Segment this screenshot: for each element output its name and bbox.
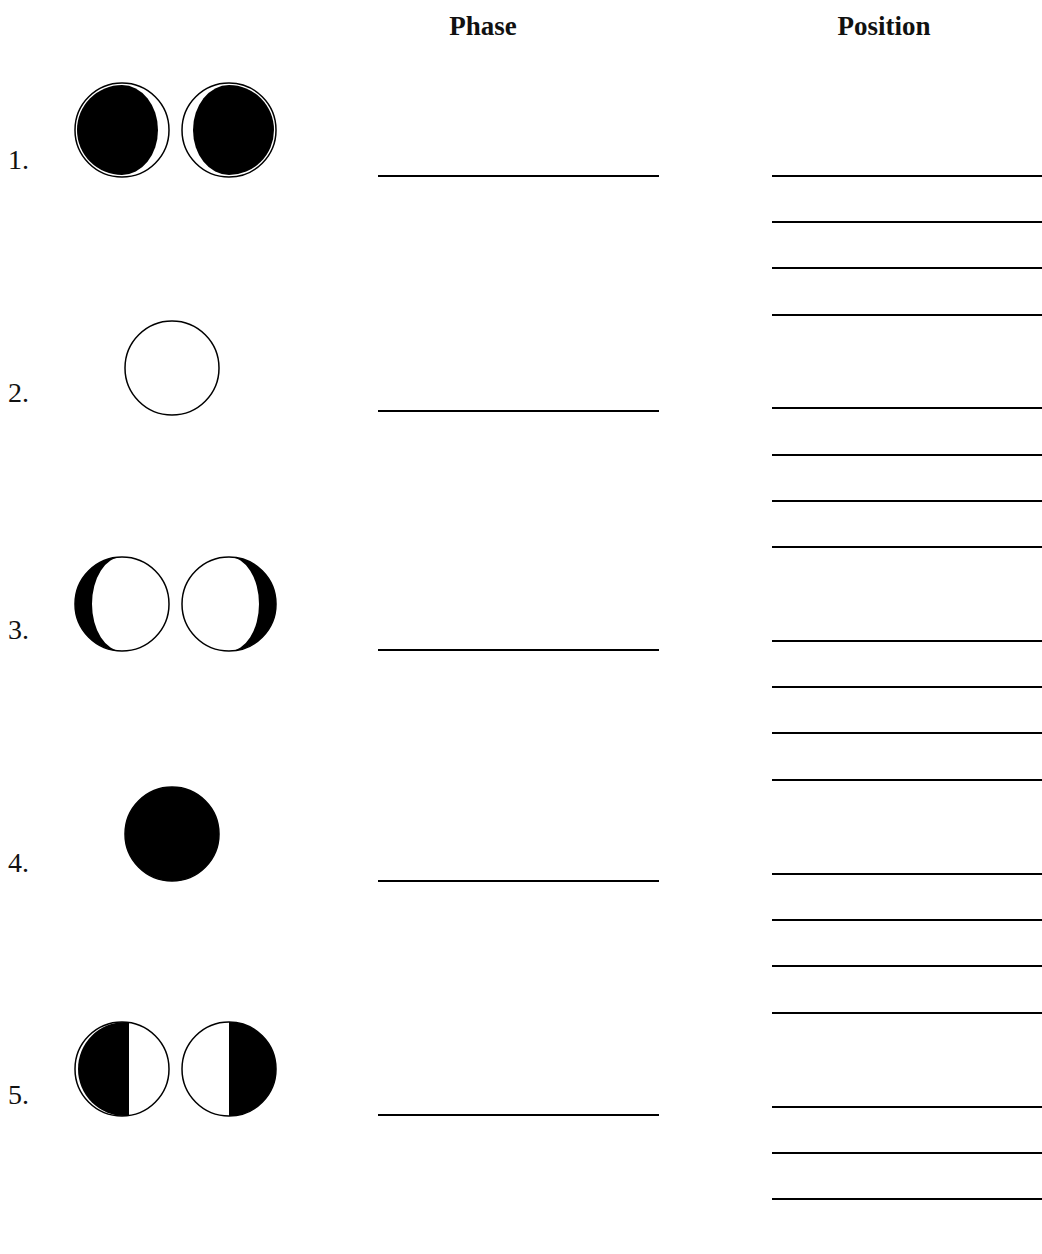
moon-shadow bbox=[77, 85, 158, 175]
position-answer-line bbox=[772, 919, 1042, 921]
position-answer-line bbox=[772, 1012, 1042, 1014]
column-header: Phase bbox=[449, 13, 517, 40]
moon-shadow bbox=[193, 85, 274, 175]
column-header: Position bbox=[837, 13, 930, 40]
moon-shadow bbox=[229, 557, 276, 651]
item-number: 4. bbox=[8, 849, 29, 877]
moon-outline bbox=[182, 557, 276, 651]
position-answer-line bbox=[772, 267, 1042, 269]
moon-outlines bbox=[75, 83, 276, 1116]
position-answer-line bbox=[772, 1198, 1042, 1200]
phase-answer-line bbox=[378, 175, 659, 177]
full-moon bbox=[125, 321, 219, 415]
phase-answer-line bbox=[378, 410, 659, 412]
phase-answer-line bbox=[378, 649, 659, 651]
position-answer-line bbox=[772, 175, 1042, 177]
item-number: 2. bbox=[8, 379, 29, 407]
position-answer-line bbox=[772, 965, 1042, 967]
moon-shadow bbox=[229, 1022, 276, 1116]
position-answer-line bbox=[772, 873, 1042, 875]
phase-answer-line bbox=[378, 880, 659, 882]
moon-outline bbox=[75, 83, 169, 177]
moon-shadows bbox=[75, 85, 276, 1116]
position-answer-line bbox=[772, 1152, 1042, 1154]
position-answer-line bbox=[772, 640, 1042, 642]
position-answer-line bbox=[772, 314, 1042, 316]
position-answer-line bbox=[772, 500, 1042, 502]
new-moon bbox=[125, 787, 219, 881]
position-answer-line bbox=[772, 686, 1042, 688]
moon-outline bbox=[75, 557, 169, 651]
item-number: 1. bbox=[8, 146, 29, 174]
position-answer-line bbox=[772, 732, 1042, 734]
item-number: 3. bbox=[8, 616, 29, 644]
position-answer-line bbox=[772, 1106, 1042, 1108]
position-answer-line bbox=[772, 221, 1042, 223]
answer-lines bbox=[378, 176, 1042, 1199]
position-answer-line bbox=[772, 407, 1042, 409]
position-answer-line bbox=[772, 779, 1042, 781]
moon-shadow bbox=[75, 557, 122, 651]
position-answer-line bbox=[772, 546, 1042, 548]
phase-answer-line bbox=[378, 1114, 659, 1116]
moon-terminator bbox=[125, 1022, 129, 1116]
item-number: 5. bbox=[8, 1081, 29, 1109]
moon-shadow bbox=[78, 1022, 125, 1116]
moon-outline bbox=[182, 83, 276, 177]
moon-outline bbox=[182, 1022, 276, 1116]
position-answer-line bbox=[772, 454, 1042, 456]
moon-outline bbox=[75, 1022, 169, 1116]
